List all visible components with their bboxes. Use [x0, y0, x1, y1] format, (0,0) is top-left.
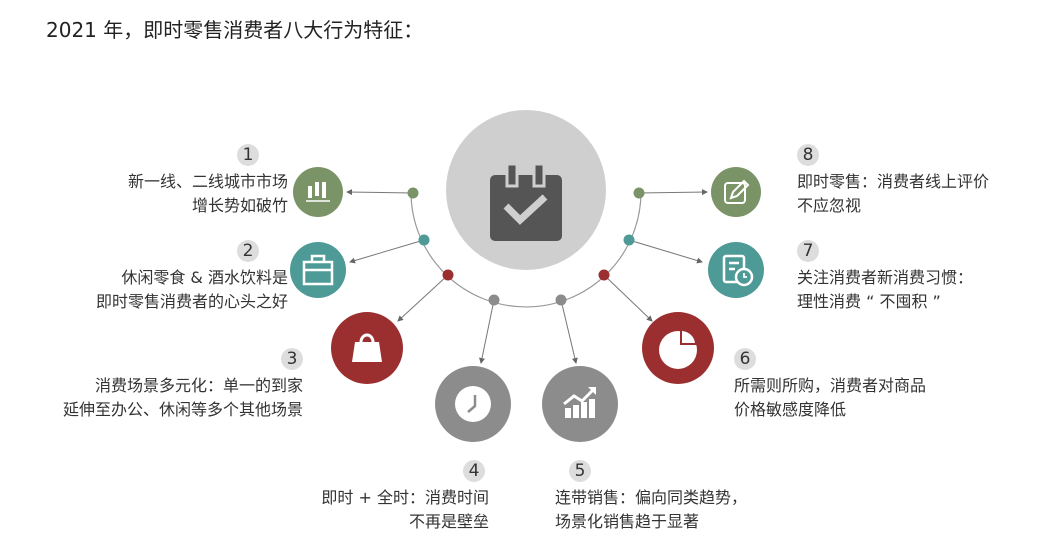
feature-node-4 — [435, 366, 511, 442]
description-line: 消费场景多元化：单一的到家 — [94, 376, 303, 395]
connector-arrow — [479, 299, 495, 364]
number-badge: 5 — [569, 460, 591, 482]
connector-dot — [633, 187, 645, 199]
feature-description: 连带销售：偏向同类趋势， 场景化销售趋于显著 — [555, 486, 747, 534]
description-line: 场景化销售趋于显著 — [555, 512, 700, 531]
connector-arrow — [346, 189, 414, 196]
description-line: 价格敏感度降低 — [734, 400, 847, 419]
connector-arrow — [560, 299, 578, 364]
description-line: 关注消费者新消费习惯： — [797, 268, 974, 287]
description-line: 休闲零食 & 酒水饮料是 — [121, 268, 288, 287]
pie-chart-icon — [659, 328, 697, 369]
number-badge: 4 — [463, 460, 485, 482]
feature-description: 即时 + 全时：消费时间不再是壁垒 — [321, 486, 489, 534]
feature-description: 所需则所购，消费者对商品价格敏感度降低 — [734, 374, 926, 422]
growth-chart-icon — [563, 387, 596, 418]
edit-icon — [724, 179, 750, 204]
bar-chart-icon — [306, 182, 330, 202]
number-badge: 8 — [797, 144, 819, 166]
number-badge: 6 — [734, 348, 756, 370]
connector-dot — [555, 294, 567, 306]
description-line: 不再是壁垒 — [408, 512, 489, 531]
clock-icon — [455, 386, 491, 422]
feature-description: 消费场景多元化：单一的到家延伸至办公、休闲等多个其他场景 — [63, 374, 303, 422]
feature-node-1 — [293, 167, 343, 217]
calendar-check-icon — [490, 162, 562, 241]
center-calendar — [446, 110, 606, 270]
feature-node-7 — [708, 242, 764, 298]
document-clock-icon — [722, 254, 754, 287]
feature-node-3 — [331, 312, 403, 384]
feature-description: 即时零售：消费者线上评价不应忽视 — [797, 170, 989, 218]
feature-description: 关注消费者新消费习惯： 理性消费 “ 不囤积 ” — [797, 266, 973, 314]
feature-node-2 — [290, 242, 346, 298]
shopping-bag-icon — [352, 333, 382, 362]
connector-arrow — [349, 239, 425, 264]
feature-description: 新一线、二线城市市场增长势如破竹 — [128, 170, 288, 218]
description-line: 新一线、二线城市市场 — [127, 172, 288, 191]
connector-dot — [418, 234, 430, 246]
connector-arrow — [603, 274, 653, 322]
number-badge: 2 — [237, 240, 259, 262]
feature-node-6 — [642, 312, 714, 384]
feature-node-8 — [711, 167, 761, 217]
description-line: 连带销售：偏向同类趋势， — [555, 488, 748, 507]
connector-arrow — [628, 239, 703, 264]
description-line: 延伸至办公、休闲等多个其他场景 — [62, 400, 303, 419]
feature-description: 休闲零食 & 酒水饮料是即时零售消费者的心头之好 — [96, 266, 288, 314]
connector-arrow — [397, 274, 449, 322]
briefcase-icon — [302, 254, 334, 286]
connector-dot — [407, 187, 419, 199]
description-line: 即时零售消费者的心头之好 — [95, 292, 288, 311]
connector-dot — [488, 294, 500, 306]
number-badge: 3 — [281, 348, 303, 370]
connector-dot — [442, 269, 454, 281]
connector-dot — [623, 234, 635, 246]
feature-node-5 — [542, 366, 618, 442]
description-line: 理性消费 “ 不囤积 ” — [797, 292, 941, 311]
description-line: 不应忽视 — [797, 196, 862, 215]
connector-dot — [598, 269, 610, 281]
description-line: 增长势如破竹 — [191, 196, 288, 215]
number-badge: 7 — [797, 240, 819, 262]
description-line: 即时零售：消费者线上评价 — [797, 172, 990, 191]
connector-arrow — [638, 189, 708, 196]
description-line: 所需则所购，消费者对商品 — [734, 376, 927, 395]
description-line: 即时 + 全时：消费时间 — [321, 488, 489, 507]
number-badge: 1 — [237, 144, 259, 166]
page-title: 2021 年，即时零售消费者八大行为特征： — [46, 18, 424, 42]
